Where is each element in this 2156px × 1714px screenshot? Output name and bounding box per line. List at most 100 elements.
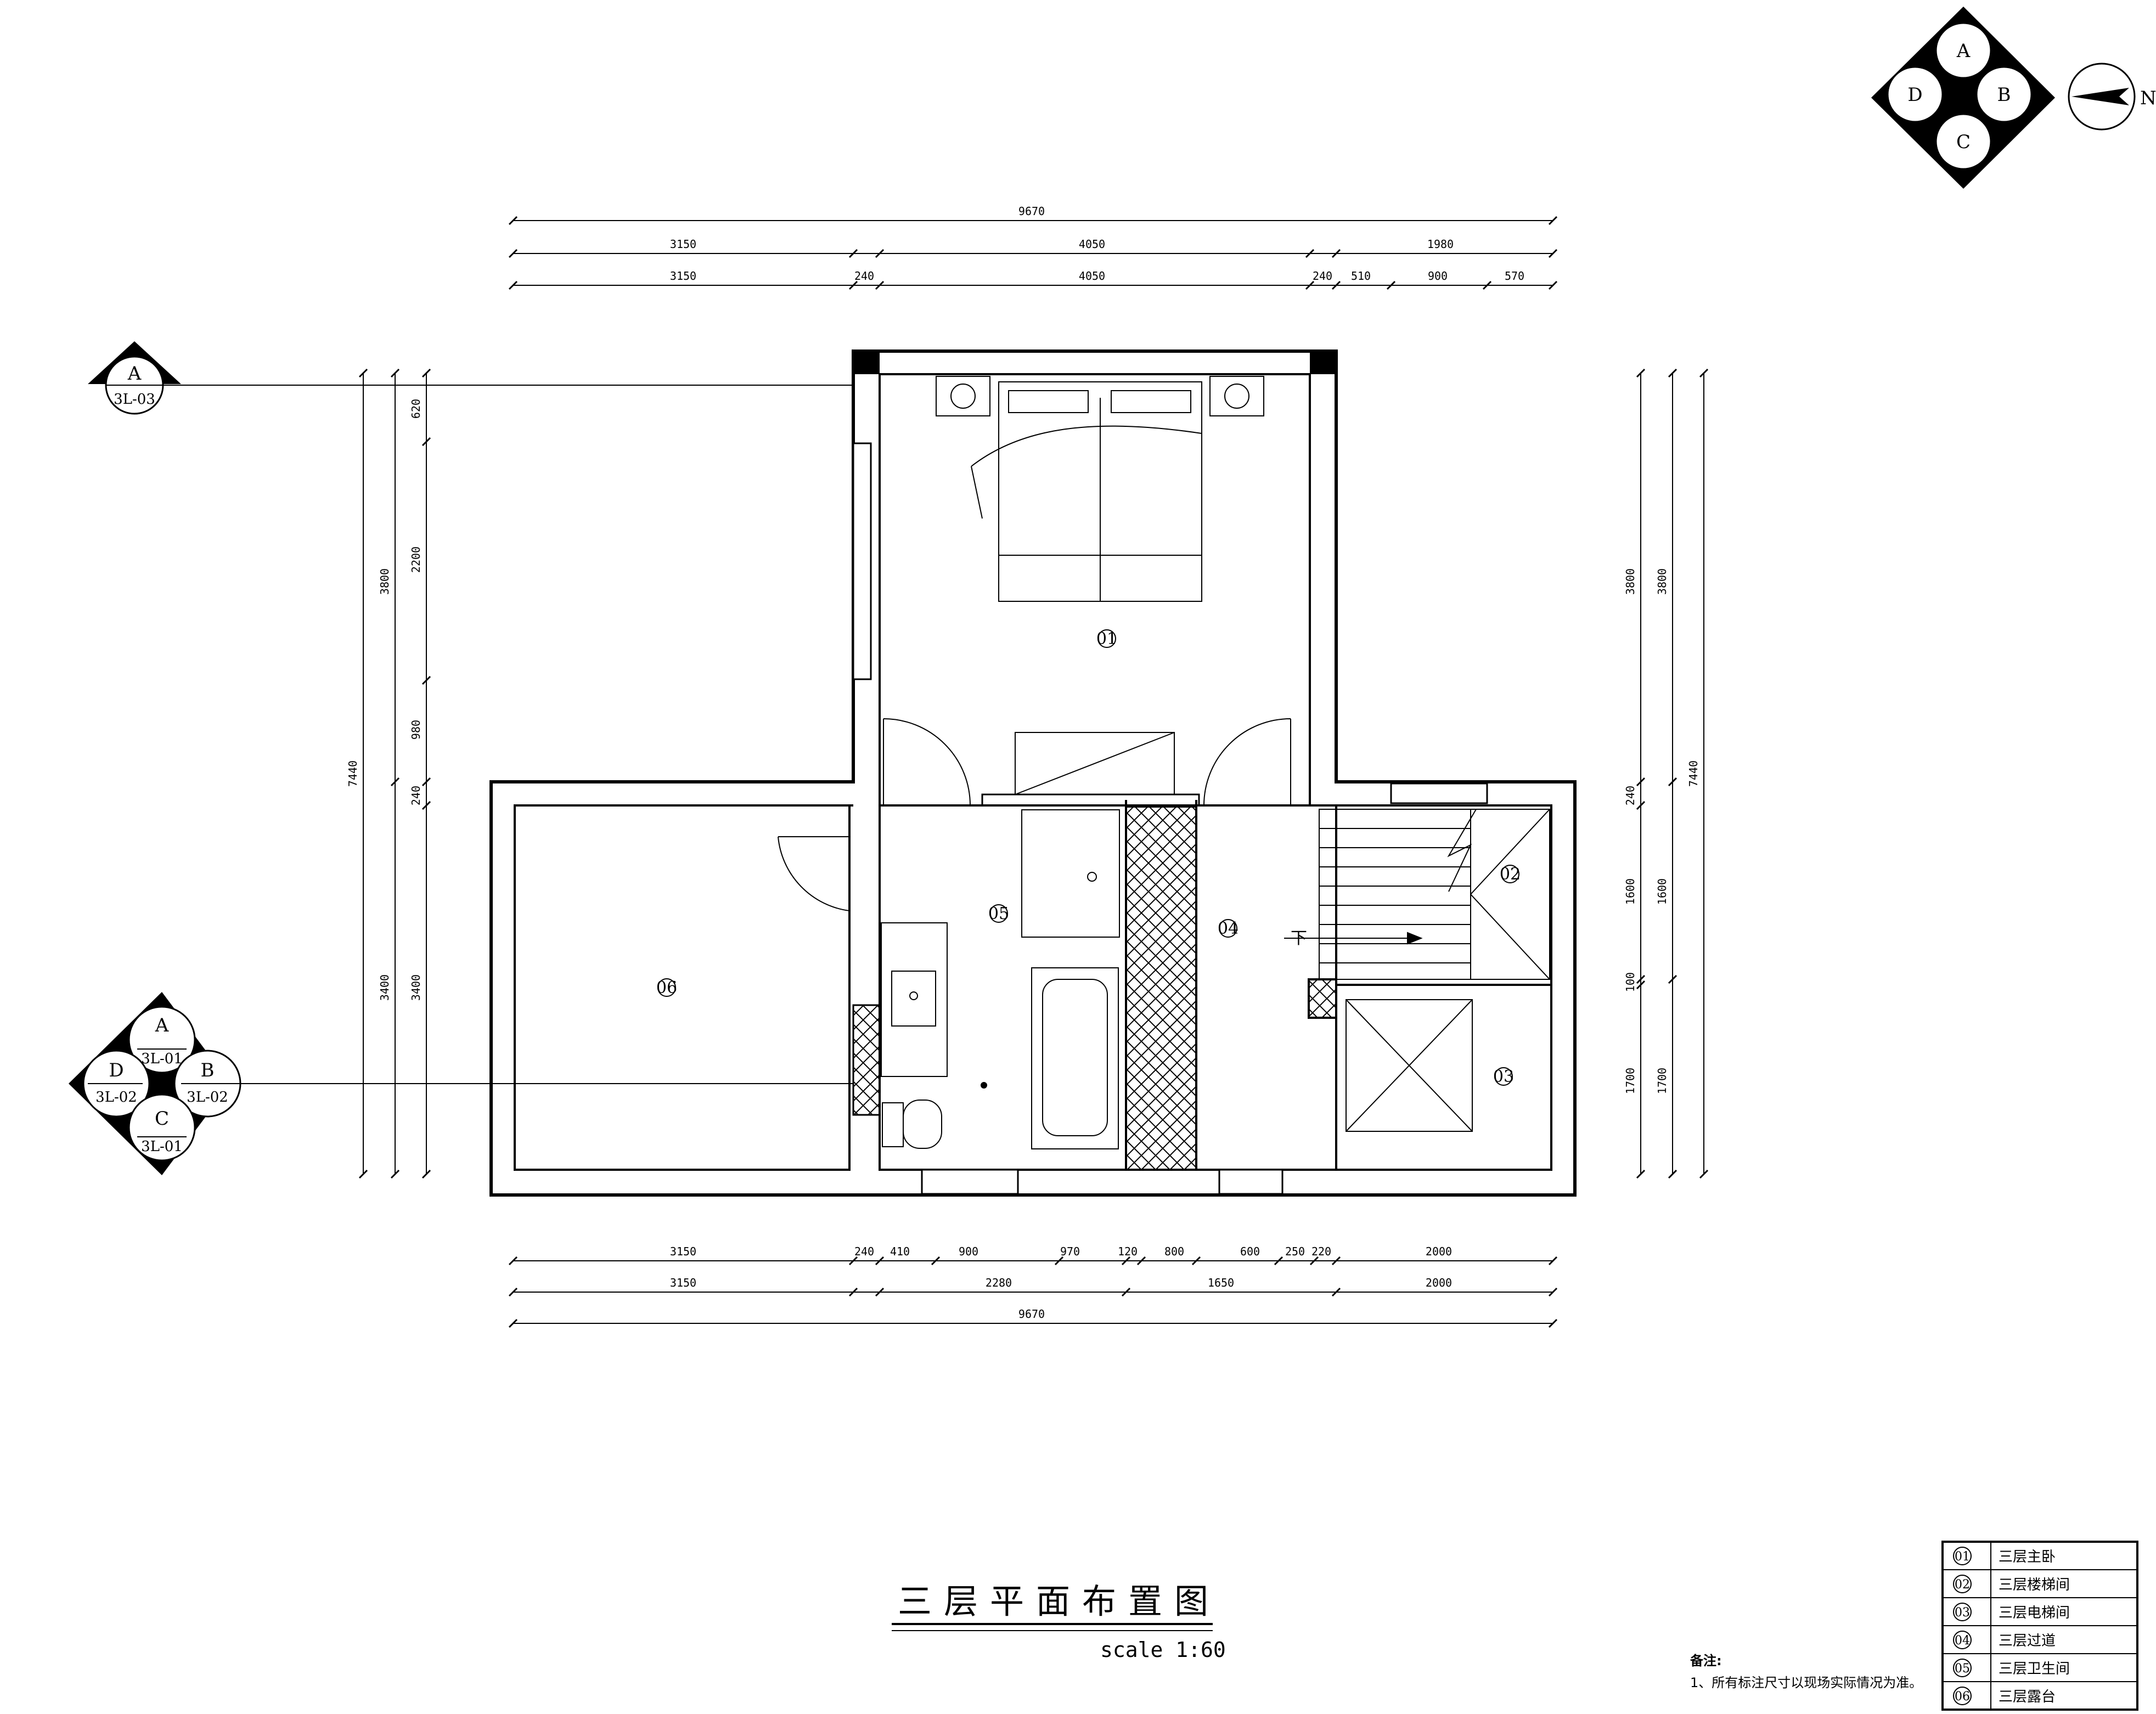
dimension-tick: [875, 1287, 885, 1297]
dimension-tick: [1636, 1169, 1646, 1179]
dim-left-r3-1: 620: [409, 399, 423, 419]
elevation-marker-single: A 3L-03: [88, 341, 853, 415]
dim-top-r2-3: 1980: [1427, 238, 1454, 251]
legend-num-2: 02: [1955, 1578, 1970, 1592]
room-label-01: 01: [1096, 629, 1117, 649]
dim-bot-r1-3: 410: [890, 1245, 910, 1258]
dimension-tick: [1699, 1169, 1709, 1179]
dimension-tick: [1548, 216, 1558, 225]
dimension-tick: [1305, 280, 1315, 290]
key-left-letter: D: [1907, 84, 1922, 106]
notes-item-1: 1、所有标注尺寸以现场实际情况为准。: [1690, 1675, 1922, 1690]
bedroom-furniture: [936, 376, 1264, 795]
dimension-tick: [1636, 980, 1646, 990]
dimension-tick: [1274, 1256, 1284, 1266]
dim-left-r2-1: 3800: [378, 568, 391, 595]
dimension-tick: [1305, 249, 1315, 258]
dim-right-r2-1: 3800: [1656, 568, 1669, 595]
partition-beam: [981, 793, 1200, 807]
legend-num-3: 03: [1955, 1606, 1970, 1620]
dimension-tick: [1668, 1169, 1677, 1179]
dimension-tick: [421, 437, 431, 447]
dim-top-r3-6: 900: [1428, 269, 1448, 283]
dim-bot-r1-11: 2000: [1426, 1245, 1452, 1258]
drawing-title-block: 三层平面布置图 scale 1:60: [892, 1581, 1226, 1662]
stair-down-label: 下: [1291, 929, 1307, 948]
dimension-tick: [1548, 1256, 1558, 1266]
dim-right-r1-5: 1700: [1624, 1068, 1637, 1094]
dimension-tick: [390, 777, 400, 787]
dimension-tick: [848, 249, 858, 258]
dimension-tick: [508, 280, 518, 290]
legend-name-5: 三层卫生间: [1999, 1661, 2070, 1677]
dim-left-r3-2: 2200: [409, 546, 423, 573]
room-label-04: 04: [1218, 919, 1239, 938]
room-label-02: 02: [1500, 865, 1521, 884]
dimension-tick: [1636, 800, 1646, 810]
dimension-tick: [1136, 1256, 1146, 1266]
dim-top-r3-7: 570: [1505, 269, 1524, 283]
dim-bot-r2-3: 1650: [1208, 1276, 1234, 1289]
north-label: N: [2140, 87, 2156, 109]
marker-quad-left-letter: D: [109, 1059, 123, 1081]
legend-name-6: 三层露台: [1999, 1689, 2056, 1705]
marker-quad-right-letter: B: [201, 1059, 215, 1081]
marker-quad-left-ref: 3L-02: [95, 1089, 137, 1106]
dimension-tick: [875, 249, 885, 258]
north-arrow-icon: N: [2068, 63, 2156, 131]
dimension-tick: [1668, 974, 1677, 984]
dimension-tick: [508, 1256, 518, 1266]
notes-block: 备注: 1、所有标注尺寸以现场实际情况为准。: [1690, 1653, 1922, 1690]
legend-name-3: 三层电梯间: [1999, 1605, 2070, 1621]
dimension-tick: [848, 1287, 858, 1297]
dimension-tick: [848, 1256, 858, 1266]
dim-bot-r1-5: 970: [1060, 1245, 1080, 1258]
dim-bot-r1-1: 3150: [670, 1245, 696, 1258]
partition-hatch: [852, 1004, 881, 1116]
marker-quad-right-ref: 3L-02: [187, 1089, 228, 1106]
dimension-tick: [421, 1169, 431, 1179]
legend-name-2: 三层楼梯间: [1999, 1577, 2070, 1593]
orientation-key: A B C D: [1871, 7, 2055, 189]
dimension-tick: [421, 368, 431, 378]
dim-top-r2-2: 4050: [1079, 238, 1105, 251]
dimension-tick: [1309, 1256, 1319, 1266]
dimension-tick: [1386, 280, 1396, 290]
dimension-tick: [508, 1318, 518, 1328]
windows: [852, 442, 1488, 1195]
marker-single-ref: 3L-03: [114, 391, 155, 408]
legend-num-5: 05: [1955, 1662, 1970, 1676]
marker-quad-bottom-letter: C: [155, 1108, 169, 1130]
drawing-scale: scale 1:60: [1100, 1638, 1226, 1662]
dimension-tick: [1548, 1287, 1558, 1297]
elevation-marker-quad: A 3L-01 D 3L-02 B 3L-02 C 3L-01: [69, 992, 853, 1175]
dim-bot-r1-7: 800: [1164, 1245, 1184, 1258]
dim-top-r3-3: 4050: [1079, 269, 1105, 283]
dimension-tick: [390, 1169, 400, 1179]
dimension-tick: [1548, 1318, 1558, 1328]
dimension-tick: [1636, 777, 1646, 787]
dim-bot-r1-9: 250: [1285, 1245, 1305, 1258]
dim-bot-r1-10: 220: [1311, 1245, 1331, 1258]
dim-bot-r2-2: 2280: [986, 1276, 1012, 1289]
room-legend-table: 01 三层主卧 02 三层楼梯间 03 三层电梯间 04 三层过道 05 三层卫…: [1941, 1541, 2138, 1711]
marker-quad-top-letter: A: [155, 1014, 169, 1036]
legend-name-4: 三层过道: [1999, 1633, 2056, 1649]
dimension-tick: [421, 777, 431, 787]
dim-bot-r1-6: 120: [1118, 1245, 1138, 1258]
dim-left-overall: 7440: [346, 760, 359, 787]
dimension-tick: [1121, 1287, 1131, 1297]
dim-left-r3-4: 240: [409, 786, 423, 805]
key-top-letter: A: [1956, 40, 1971, 62]
dim-right-overall: 7440: [1687, 760, 1700, 787]
bathroom-fixtures: [881, 809, 1120, 1149]
dim-bot-overall: 9670: [1018, 1307, 1045, 1321]
key-right-letter: B: [1997, 84, 2011, 106]
staircase: [1284, 809, 1550, 980]
doors: [778, 718, 1337, 1108]
dim-bot-r1-4: 900: [959, 1245, 978, 1258]
dimension-tick: [1668, 777, 1677, 787]
dimension-tick: [358, 1169, 368, 1179]
dim-left-r2-2: 3400: [378, 974, 391, 1001]
notes-heading: 备注:: [1690, 1653, 1722, 1668]
